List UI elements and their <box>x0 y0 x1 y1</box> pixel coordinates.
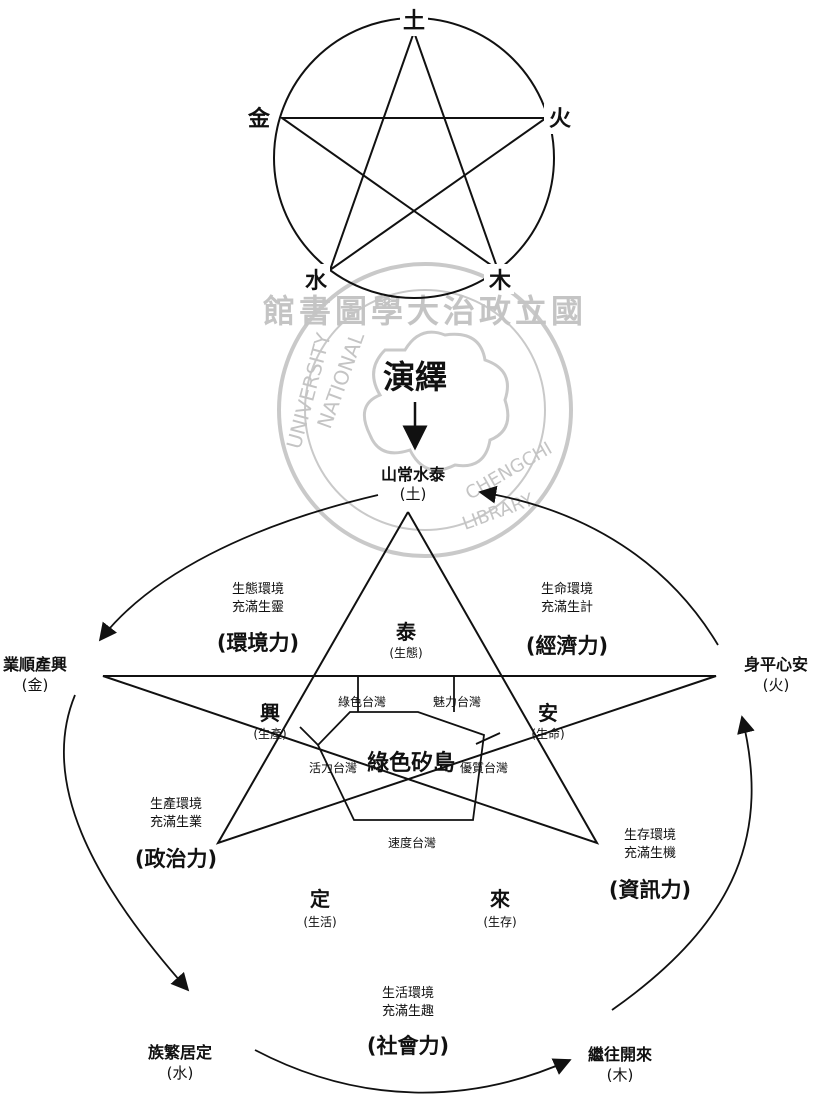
main-pentagram <box>102 511 717 845</box>
section-left: 生產環境 充滿生業 (政治力) <box>135 796 217 871</box>
section-top-right: 生命環境 充滿生計 (經濟力) <box>526 581 608 658</box>
section-bottom: 生活環境 充滿生趣 (社會力) <box>367 986 449 1058</box>
divider-mid-left <box>299 726 319 746</box>
node-right-element: (火) <box>763 676 790 694</box>
node-bottom-left-label: 族繁居定 <box>148 1043 212 1062</box>
section-bottom-power: (社會力) <box>367 1034 449 1058</box>
point-ding-char: 定 <box>310 887 330 911</box>
section-right: 生存環境 充滿生機 (資訊力) <box>609 828 691 902</box>
inner-quality-taiwan: 優質台灣 <box>460 760 508 775</box>
inner-green-taiwan: 綠色台灣 <box>338 694 386 709</box>
node-top: 山常水泰 (土) <box>381 465 446 503</box>
arrow-bottomleft-to-bottomright <box>254 1049 572 1094</box>
point-an: 安 (生命) <box>531 701 564 741</box>
section-bottom-line1: 生活環境 <box>382 986 434 1001</box>
section-top-left-line1: 生態環境 <box>232 581 284 597</box>
point-xing-char: 興 <box>260 701 280 725</box>
node-right-label: 身平心安 <box>744 655 808 674</box>
element-earth-label: 土 <box>403 9 425 34</box>
node-bottom-right-label: 繼往開來 <box>588 1045 652 1064</box>
center-label: 綠色矽島 <box>367 750 455 776</box>
node-left-element: (金) <box>22 676 49 694</box>
arrow-bottomright-to-right <box>611 715 755 1011</box>
node-top-label: 山常水泰 <box>381 465 446 484</box>
node-left: 業順產興 (金) <box>2 655 67 694</box>
point-tai: 泰 (生態) <box>389 620 422 660</box>
main-star <box>102 511 717 845</box>
section-top-right-power: (經濟力) <box>526 634 608 658</box>
node-left-label: 業順產興 <box>2 655 67 674</box>
section-left-line2: 充滿生業 <box>150 814 202 830</box>
element-metal-label: 金 <box>247 106 271 132</box>
section-left-line1: 生產環境 <box>150 796 202 812</box>
node-bottom-left: 族繁居定 (水) <box>148 1043 212 1082</box>
section-top-left-power: (環境力) <box>217 631 299 655</box>
node-bottom-right: 繼往開來 (木) <box>588 1045 652 1084</box>
node-bottom-left-element: (水) <box>167 1064 194 1082</box>
section-bottom-line2: 充滿生趣 <box>382 1003 434 1019</box>
divider-mid-right <box>475 732 501 745</box>
element-wood-label: 木 <box>488 269 512 294</box>
deduction-block: 演繹 <box>383 358 447 451</box>
arrow-right-to-top <box>478 485 719 646</box>
element-fire-label: 火 <box>549 107 571 132</box>
section-top-right-line2: 充滿生計 <box>541 599 593 615</box>
point-xing: 興 (生產) <box>253 701 286 741</box>
section-right-line1: 生存環境 <box>624 828 676 843</box>
node-right: 身平心安 (火) <box>744 655 808 694</box>
arrow-left-to-bottomleft <box>62 694 190 992</box>
inner-vital-taiwan: 活力台灣 <box>309 760 357 775</box>
node-bottom-right-element: (木) <box>607 1066 634 1084</box>
inner-charm-taiwan: 魅力台灣 <box>433 694 481 709</box>
deduction-title: 演繹 <box>383 358 447 396</box>
point-ding-sub: (生活) <box>303 915 336 929</box>
point-tai-sub: (生態) <box>389 645 422 660</box>
section-right-line2: 充滿生機 <box>624 845 676 861</box>
section-top-right-line1: 生命環境 <box>541 581 593 597</box>
node-top-element: (土) <box>400 485 427 503</box>
element-water-label: 水 <box>305 269 328 294</box>
top-star <box>278 31 550 273</box>
point-tai-char: 泰 <box>395 620 417 644</box>
point-xing-sub: (生產) <box>253 726 286 741</box>
point-lai-char: 來 <box>490 887 510 911</box>
arrow-top-to-left <box>98 494 379 642</box>
top-five-elements: 土 金 火 水 木 <box>244 6 574 299</box>
outer-cycle-arrows <box>62 485 755 1094</box>
point-ding: 定 (生活) <box>303 887 336 929</box>
top-circle <box>273 17 555 299</box>
section-top-left: 生態環境 充滿生靈 (環境力) <box>217 581 299 655</box>
section-top-left-line2: 充滿生靈 <box>232 599 284 615</box>
point-lai-sub: (生存) <box>483 915 516 929</box>
point-an-sub: (生命) <box>531 726 564 741</box>
section-left-power: (政治力) <box>135 847 217 871</box>
inner-speed-taiwan: 速度台灣 <box>388 835 436 850</box>
point-an-char: 安 <box>538 701 558 725</box>
section-right-power: (資訊力) <box>609 878 691 902</box>
point-lai: 來 (生存) <box>483 887 516 929</box>
